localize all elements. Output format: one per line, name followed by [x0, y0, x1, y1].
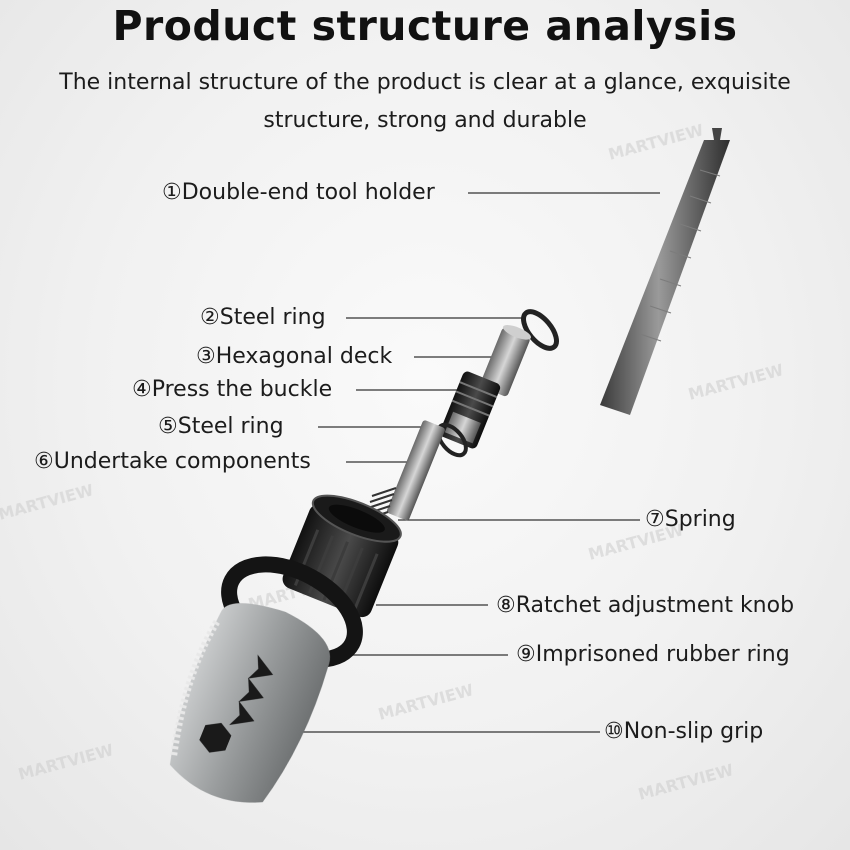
label-press-buckle: ④Press the buckle — [132, 377, 333, 402]
steel-ring-lower-part — [436, 422, 468, 458]
label-imprisoned-rubber-ring: ⑨Imprisoned rubber ring — [516, 642, 790, 667]
undertake-components-part — [386, 420, 445, 521]
page-title: Product structure analysis — [112, 2, 738, 50]
watermark-text: MARTVIEW — [686, 360, 786, 404]
watermark-text: MARTVIEW — [16, 740, 116, 784]
label-ratchet-adjustment-knob: ⑧Ratchet adjustment knob — [496, 593, 795, 618]
press-buckle-part — [439, 371, 501, 449]
watermark-text: MARTVIEW — [0, 480, 96, 524]
subtitle-line-2: structure, strong and durable — [263, 108, 587, 133]
watermark-text: MARTVIEW — [606, 120, 706, 164]
label-non-slip-grip: ⑩Non-slip grip — [604, 719, 764, 744]
spring-part — [363, 487, 397, 521]
hexagonal-deck-part — [480, 325, 532, 397]
non-slip-grip-part — [169, 603, 331, 803]
subtitle-line-1: The internal structure of the product is… — [59, 70, 791, 95]
label-hexagonal-deck: ③Hexagonal deck — [196, 344, 393, 369]
label-double-end-tool-holder: ①Double-end tool holder — [162, 180, 435, 205]
steel-ring-upper-part — [521, 309, 559, 351]
label-steel-ring-upper: ②Steel ring — [200, 305, 326, 330]
watermark-text: MARTVIEW — [636, 760, 736, 804]
double-end-tool-holder-part — [600, 128, 730, 415]
label-undertake-components: ⑥Undertake components — [34, 449, 311, 474]
label-spring: ⑦Spring — [645, 507, 736, 532]
watermark-text: MARTVIEW — [376, 680, 476, 724]
page-subtitle: The internal structure of the product is… — [25, 64, 825, 140]
label-steel-ring-lower: ⑤Steel ring — [158, 414, 284, 439]
